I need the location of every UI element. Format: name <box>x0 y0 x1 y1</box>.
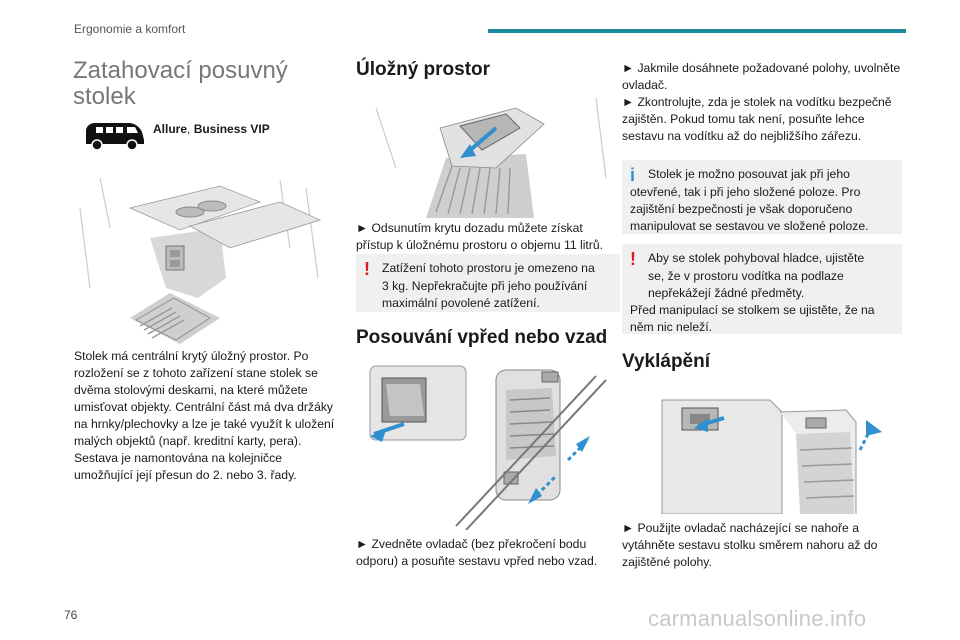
storage-illustration <box>356 88 618 218</box>
watermark: carmanualsonline.info <box>648 606 867 631</box>
release-step: ► Jakmile dosáhnete požadované polohy, u… <box>622 61 901 92</box>
slide-illustration <box>356 360 618 530</box>
table-description: Stolek má centrální krytý úložný prostor… <box>74 349 335 482</box>
info-box: i Stolek je možno posouvat jak při jeho … <box>622 160 902 234</box>
warning-box-load: ! Zatížení tohoto prostoru je omezeno na… <box>356 254 620 312</box>
van-icon <box>80 118 146 152</box>
trim-levels: Allure, Business VIP <box>153 122 270 136</box>
heading-tilt: Vyklápění <box>622 351 711 372</box>
table-illustration <box>70 168 332 344</box>
header-accent-bar <box>488 29 906 33</box>
heading-slide: Posouvání vpřed nebo vzad <box>356 327 608 348</box>
warning-icon: ! <box>364 259 370 279</box>
page-title: Zatahovací posuvný stolek <box>73 57 288 110</box>
storage-step: ► Odsunutím krytu dozadu můžete získat p… <box>356 221 604 252</box>
warning-icon: ! <box>630 249 636 269</box>
heading-storage: Úložný prostor <box>356 59 491 80</box>
info-icon: i <box>630 165 636 185</box>
warning-box-rail: ! Aby se stolek pohyboval hladce, ujistě… <box>622 244 902 334</box>
section-label: Ergonomie a komfort <box>74 22 186 36</box>
tilt-step: ► Použijte ovladač nacházející se nahoře… <box>622 521 878 569</box>
check-step: ► Zkontrolujte, zda je stolek na vodítku… <box>622 95 892 143</box>
slide-step: ► Zvedněte ovladač (bez překročení bodu … <box>356 537 598 568</box>
page-number: 76 <box>64 608 78 622</box>
tilt-illustration <box>650 390 900 514</box>
